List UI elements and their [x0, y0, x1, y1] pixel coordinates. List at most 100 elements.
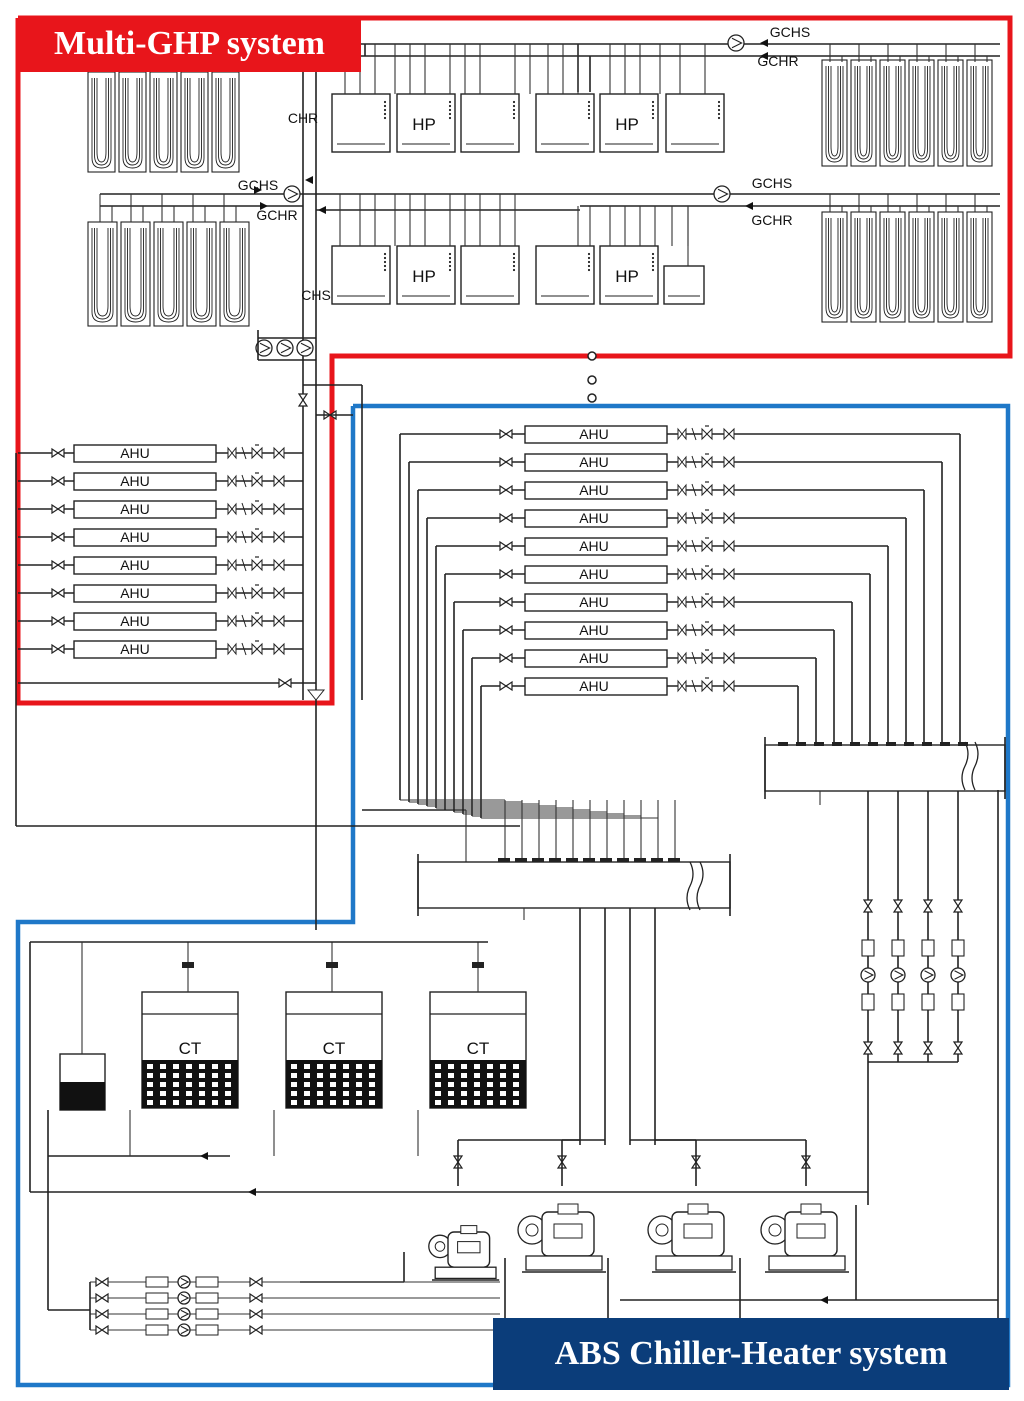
valve-shape	[249, 1324, 263, 1336]
pump-icon	[727, 34, 745, 52]
pump-icon	[177, 1323, 191, 1337]
valve-icon	[499, 456, 513, 468]
flange-icon	[472, 962, 484, 968]
pump-icon	[177, 1275, 191, 1289]
valve-icon	[922, 1041, 934, 1055]
strainer-icon	[195, 1292, 219, 1304]
fittings-icon	[227, 444, 285, 460]
pump-arrow	[180, 1293, 190, 1303]
valve-icon	[892, 1041, 904, 1055]
fitting	[691, 539, 697, 553]
fittings-icon	[677, 649, 735, 665]
valve-icon	[499, 428, 513, 440]
gchr-label-left: GCHR	[256, 207, 297, 223]
ct-grid-cell	[500, 1091, 506, 1096]
fitting	[241, 586, 247, 600]
continuation-dot	[587, 393, 597, 403]
pump-arrow	[180, 1309, 190, 1319]
hp-indicator	[717, 100, 721, 104]
ct-grid-cell	[291, 1091, 297, 1096]
ct-grid-cell	[369, 1082, 375, 1087]
ct-grid-cell	[199, 1100, 205, 1105]
ct-grid-cell	[448, 1073, 454, 1078]
valve-icon	[499, 624, 513, 636]
chiller-base	[768, 1255, 846, 1271]
valve-shape	[499, 680, 513, 692]
ct-grid-cell	[317, 1064, 323, 1069]
borehole-loop	[157, 228, 180, 323]
heat-pump-unit	[460, 245, 520, 305]
hp-indicator	[448, 256, 452, 260]
ct-grid-cell	[147, 1100, 153, 1105]
ct-grid-cell	[343, 1100, 349, 1105]
ct-grid-cell	[448, 1064, 454, 1069]
strainer-icon	[195, 1324, 219, 1336]
fitting	[691, 679, 697, 693]
gchs-label-left: GCHS	[238, 177, 278, 193]
strainer-icon	[951, 993, 965, 1011]
ct-fill-media	[60, 1082, 105, 1110]
fitting	[723, 455, 735, 469]
ct-grid-cell	[500, 1073, 506, 1078]
ct-grid-cell	[461, 1082, 467, 1087]
flange-icon	[566, 858, 578, 862]
valve-icon	[95, 1324, 109, 1336]
hp-label: HP	[412, 267, 436, 286]
return-header-left	[417, 861, 731, 909]
ct-grid-cell	[160, 1082, 166, 1087]
flange-icon	[814, 742, 824, 746]
pump-arrow	[300, 342, 312, 354]
ct-grid-cell	[343, 1064, 349, 1069]
hp-indicator	[651, 108, 655, 112]
chiller-top	[687, 1203, 709, 1215]
pump-body	[890, 967, 906, 983]
pump-icon	[177, 1291, 191, 1305]
gchs-label-right: GCHS	[752, 175, 792, 191]
ct-grid-cell	[291, 1064, 297, 1069]
ct-grid-cell	[435, 1064, 441, 1069]
pump-arrow	[287, 188, 299, 200]
fitting	[241, 502, 247, 516]
ct-grid-cell	[147, 1082, 153, 1087]
fitting	[241, 642, 247, 656]
hp-indicator	[587, 104, 591, 108]
break-symbol	[961, 741, 969, 791]
hp-indicator	[512, 264, 516, 268]
pump-body	[296, 339, 314, 357]
ahu-label: AHU	[120, 585, 150, 601]
fittings-icon	[677, 481, 735, 497]
pump-icon	[276, 339, 294, 357]
borehole-loop	[184, 78, 205, 169]
valve-shape	[51, 531, 65, 543]
fitting	[677, 679, 687, 693]
hp-label: HP	[412, 115, 436, 134]
hp-indicator	[587, 264, 591, 268]
flange-icon	[549, 858, 561, 862]
heat-pump-unit	[665, 93, 725, 153]
flange-icon	[326, 962, 338, 968]
hp-indicator	[448, 260, 452, 264]
fittings-icon	[227, 584, 285, 600]
fitting	[723, 651, 735, 665]
pump-arrow	[954, 970, 965, 980]
flange-icon	[515, 858, 527, 862]
flange-icon	[498, 858, 510, 862]
ct-grid-cell	[225, 1064, 231, 1069]
pump-body	[860, 967, 876, 983]
hp-cabinet	[663, 265, 705, 305]
heat-pump-unit	[460, 93, 520, 153]
fitting	[701, 455, 713, 469]
ct-grid-cell	[225, 1100, 231, 1105]
fitting	[701, 567, 713, 581]
ct-grid-cell	[369, 1064, 375, 1069]
valve-shape	[892, 1041, 904, 1055]
absorption-chiller	[517, 1203, 606, 1273]
hp-indicator	[651, 104, 655, 108]
hp-indicator	[587, 108, 591, 112]
valve-shape	[249, 1292, 263, 1304]
flange-icon	[958, 742, 968, 746]
hp-indicator	[587, 100, 591, 104]
valve-icon	[862, 899, 874, 913]
ct-grid-cell	[487, 1100, 493, 1105]
valve-icon	[499, 568, 513, 580]
